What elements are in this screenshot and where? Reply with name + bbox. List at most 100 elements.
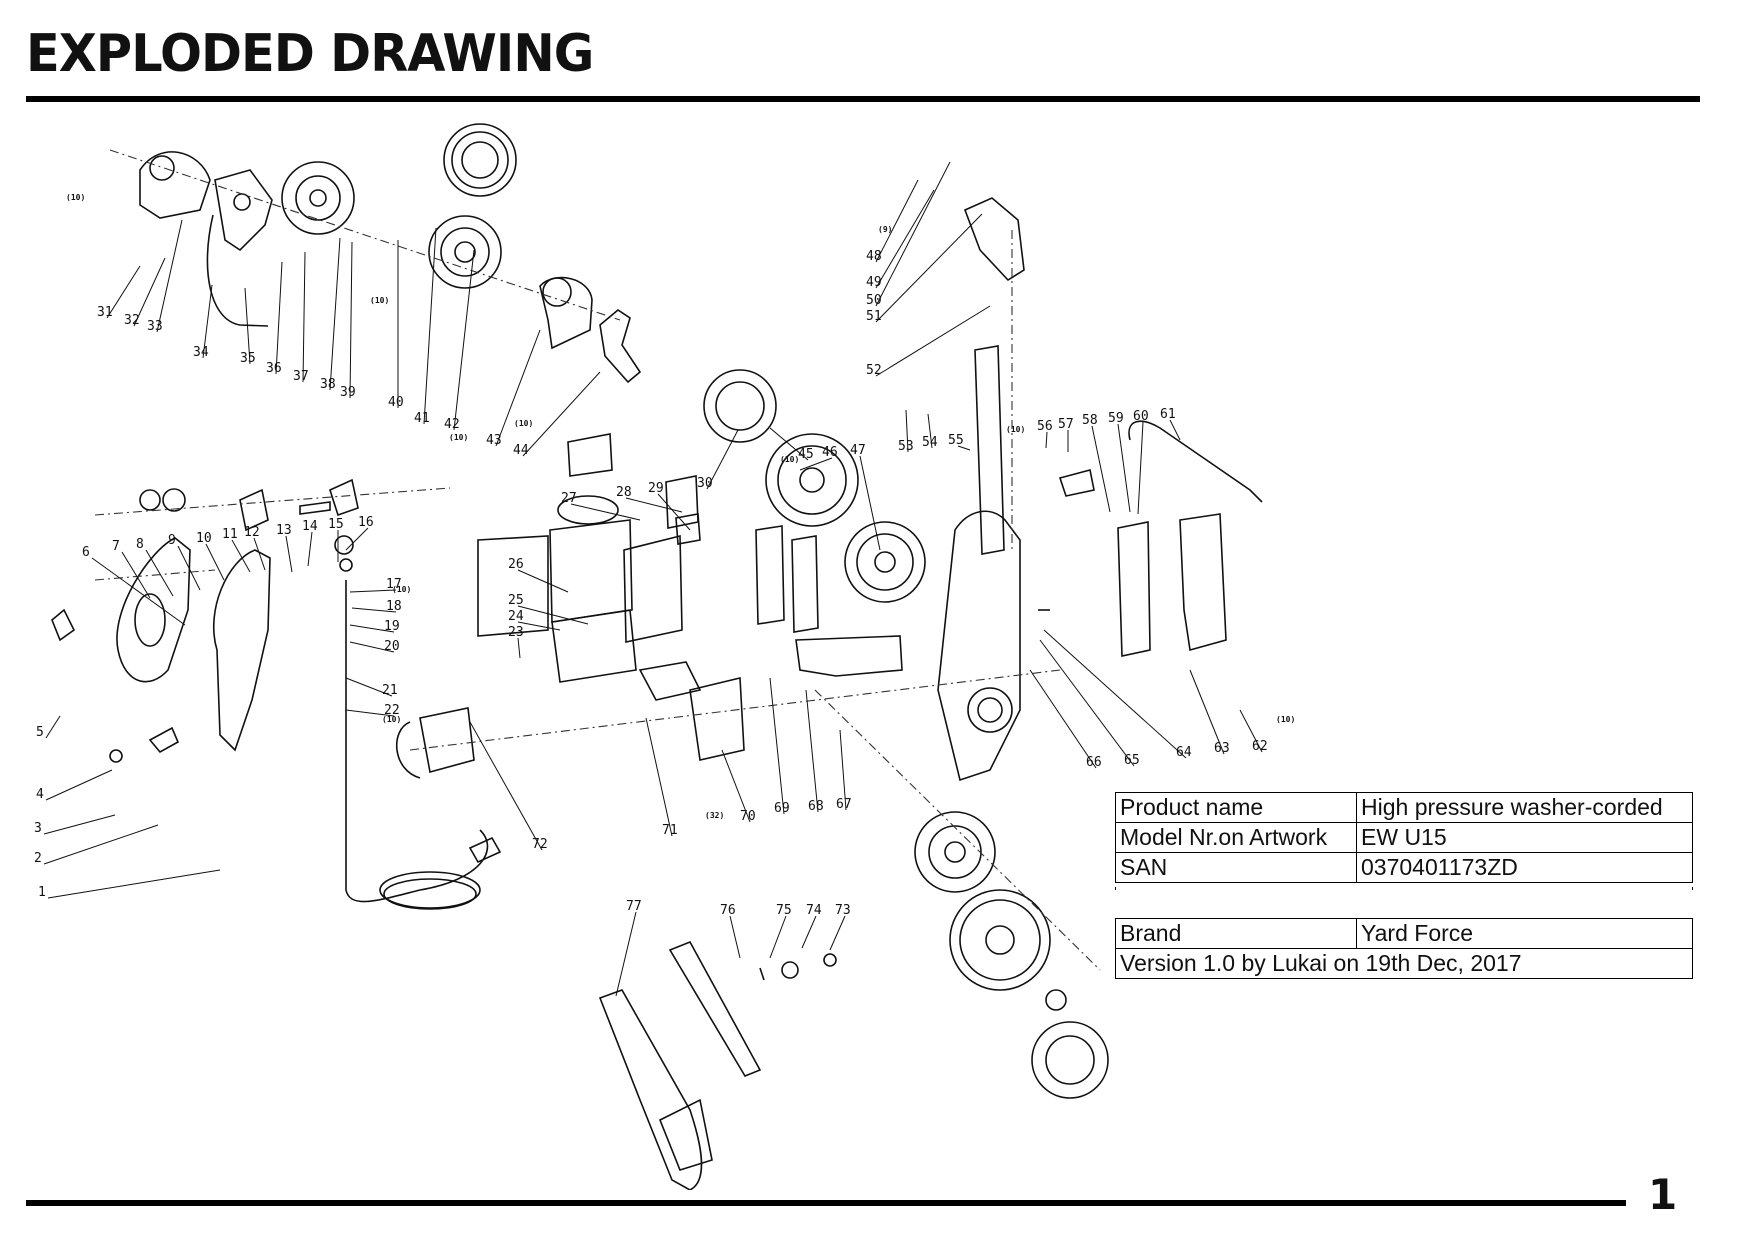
page-title: EXPLODED DRAWING [26,24,594,84]
leader-line [517,605,589,625]
part-number-label: 13 [276,523,292,538]
leader-line [453,249,475,431]
table-row: Version 1.0 by Lukai on 19th Dec, 2017 [1115,948,1693,979]
handle-grip [963,197,1025,282]
leader-line [43,814,116,835]
motor-bracket-27 [623,534,683,643]
part-circle [856,533,914,591]
leader-line [1117,423,1131,513]
part-number-label: 44 [513,443,529,458]
leader-line [875,305,991,377]
part-number-label: 35 [240,351,256,366]
frame-wheel-hub [967,687,1013,733]
rail-69 [755,525,785,625]
part-circle [440,227,490,277]
part-number-label: 32 [124,313,140,328]
reel-drum-plate [281,161,355,235]
product-name-value: High pressure washer-corded [1356,792,1693,823]
part-number-label: 63 [1214,741,1230,756]
switch-box-72 [419,707,475,774]
part-number-label: 67 [836,797,852,812]
rail-68 [791,535,819,633]
part-number-label: 36 [266,361,282,376]
part-number-label: 41 [414,411,430,426]
part-number-label: 60 [1133,409,1149,424]
bottom-rule [26,1200,1626,1206]
rod-61 [1128,420,1263,503]
leader-line [657,493,691,531]
leader-line [231,539,251,573]
part-number-label: 21 [382,683,398,698]
model-value: EW U15 [1356,822,1693,853]
leader-line [345,527,369,551]
brand-info-table: Brand Yard Force Version 1.0 by Lukai on… [1115,918,1693,979]
leader-line [1039,639,1135,767]
washer [1045,989,1067,1011]
part-number-label: 33 [147,319,163,334]
part-circle [928,825,982,879]
reel-bracket [214,169,273,252]
washer-20 [339,558,353,572]
leader-line [570,503,641,521]
part-number-label: 16 [358,515,374,530]
part-number-label: 22 [384,703,400,718]
bracket-2 [148,726,180,754]
leader-line [302,251,306,383]
leader-line [1169,419,1181,441]
part-number-label: 59 [1108,411,1124,426]
bracket-70 [689,676,745,761]
leader-line [45,715,61,739]
leader-line [801,915,817,949]
part-number-label: 12 [244,525,260,540]
leader-line [244,287,251,365]
part-number-label: 39 [340,385,356,400]
part-number-label: 11 [222,527,238,542]
part-number-label: 65 [1124,753,1140,768]
reel-housing [539,276,593,350]
quantity-mark: (10) [449,433,468,442]
wheel-cap-front [914,811,996,893]
top-rule [26,96,1700,102]
hub-cap [1031,1021,1109,1099]
part-number-label: 18 [386,599,402,614]
part-number-label: 51 [866,309,882,324]
leader-line [645,717,673,837]
leader-line [805,689,819,813]
leader-line [706,429,739,490]
leader-line [875,213,983,323]
part-number-label: 48 [866,249,882,264]
leader-line [799,457,833,471]
leader-line [859,455,881,551]
part-ellipse [383,878,477,910]
part-number-label: 29 [648,481,664,496]
part-number-label: 7 [112,539,120,554]
leader-line [905,409,909,453]
clip-11 [239,488,269,532]
leader-line [1137,421,1144,515]
leader-line [875,189,935,289]
part-number-label: 50 [866,293,882,308]
motor-ring-25 [557,495,619,525]
parts-layer [51,123,1263,1190]
hose-coil [443,123,517,197]
reel-cover [139,151,211,219]
table-separator [1115,887,1693,890]
leader-line [1239,709,1263,753]
clip-28 [665,475,699,529]
handle-tube-52 [974,345,1005,555]
knob-7 [139,489,161,511]
leader-line [729,915,741,959]
part-number-label: 53 [898,439,914,454]
wheel-46 [765,433,859,527]
part-number-label: 52 [866,363,882,378]
switch-16 [329,478,359,517]
leader-line [145,549,174,597]
table-row: SAN 0370401173ZD [1115,852,1693,883]
part-number-label: 69 [774,801,790,816]
leader-line [133,257,166,327]
leader-line [769,915,787,959]
reel-bracket-hole [233,193,251,211]
leader-line [275,261,283,375]
part-number-label: 38 [320,377,336,392]
